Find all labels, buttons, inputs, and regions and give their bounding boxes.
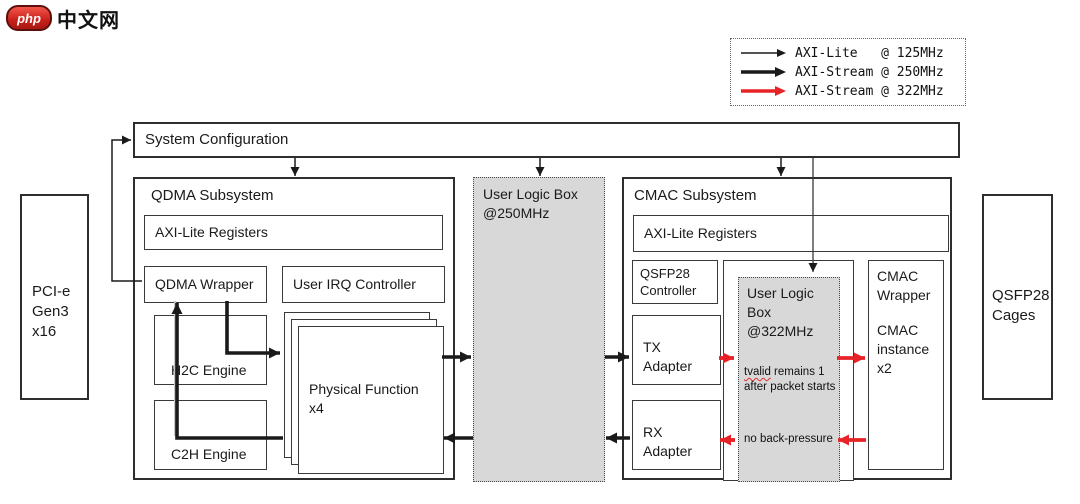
- qdma-wrapper-block: QDMA Wrapper: [144, 266, 267, 303]
- h2c-engine-label: H2C Engine: [171, 362, 247, 378]
- tvalid-word: tvalid: [744, 366, 771, 378]
- qdma-subsystem-title: QDMA Subsystem: [151, 187, 274, 204]
- user-irq-controller-block: User IRQ Controller: [282, 266, 445, 303]
- user-logic-box-322-block: User Logic Box @322MHz tvalid remains 1 …: [738, 277, 840, 482]
- qsfp28-cages-block: QSFP28 Cages: [982, 194, 1053, 400]
- qdma-wrapper-label: QDMA Wrapper: [155, 276, 254, 292]
- c2h-engine-block: C2H Engine: [154, 400, 267, 470]
- tx-adapter-block: TX Adapter: [632, 315, 721, 385]
- cmac-instance-label: CMAC instance x2: [877, 322, 930, 376]
- tvalid-note: tvalid remains 1 after packet starts: [744, 350, 840, 395]
- backpressure-note: no back-pressure: [744, 433, 833, 445]
- axi-lite-registers-block: AXI-Lite Registers: [633, 215, 949, 252]
- axi-stream-250-arrow-icon: [741, 67, 786, 77]
- site-logo-text: 中文网: [57, 9, 120, 32]
- cmac-subsystem-block: CMAC Subsystem AXI-Lite Registers QSFP28…: [622, 177, 952, 482]
- axi-lite-registers-block: AXI-Lite Registers: [144, 215, 443, 250]
- c2h-engine-label: C2H Engine: [171, 446, 247, 462]
- system-configuration-label: System Configuration: [145, 131, 289, 148]
- legend-box: AXI-Lite @ 125MHz AXI-Stream @ 250MHz AX…: [730, 38, 966, 106]
- legend-label: AXI-Stream @ 250MHz: [795, 64, 944, 80]
- cmac-subsystem-title: CMAC Subsystem: [634, 187, 757, 204]
- cmac-wrapper-label: CMAC Wrapper: [877, 268, 931, 303]
- legend-row-axi-stream-322: AXI-Stream @ 322MHz: [739, 82, 957, 100]
- user-logic-box-322-label: User Logic Box @322MHz: [747, 285, 814, 339]
- axi-lite-registers-label: AXI-Lite Registers: [644, 225, 757, 241]
- qdma-subsystem-block: QDMA Subsystem AXI-Lite Registers QDMA W…: [133, 177, 455, 480]
- user-logic-322-container: User Logic Box @322MHz tvalid remains 1 …: [723, 260, 854, 482]
- axi-lite-registers-label: AXI-Lite Registers: [155, 224, 268, 240]
- axi-lite-arrow-icon: [741, 49, 786, 57]
- tvalid-note-rest: remains 1 after packet starts: [744, 366, 836, 393]
- legend-row-axi-stream-250: AXI-Stream @ 250MHz: [739, 63, 957, 81]
- physical-function-block: Physical Function x4: [298, 326, 444, 474]
- pcie-block: PCI-e Gen3 x16: [20, 194, 89, 400]
- site-logo[interactable]: php 中文网: [6, 5, 146, 32]
- axi-stream-322-arrow-icon: [741, 86, 786, 96]
- rx-adapter-block: RX Adapter: [632, 400, 721, 470]
- php-logo-icon: php: [6, 5, 52, 31]
- legend-label: AXI-Stream @ 322MHz: [795, 83, 944, 99]
- user-logic-box-250-block: User Logic Box @250MHz: [473, 177, 605, 482]
- legend-row-axi-lite: AXI-Lite @ 125MHz: [739, 44, 957, 62]
- physical-function-label: Physical Function x4: [309, 381, 419, 416]
- qsfp28-controller-block: QSFP28 Controller: [632, 260, 718, 304]
- cmac-wrapper-block: CMAC Wrapper CMAC instance x2: [868, 260, 944, 470]
- legend-label: AXI-Lite @ 125MHz: [795, 45, 944, 61]
- h2c-engine-block: H2C Engine: [154, 315, 267, 385]
- user-irq-controller-label: User IRQ Controller: [293, 276, 416, 292]
- system-configuration-block: System Configuration: [133, 122, 960, 158]
